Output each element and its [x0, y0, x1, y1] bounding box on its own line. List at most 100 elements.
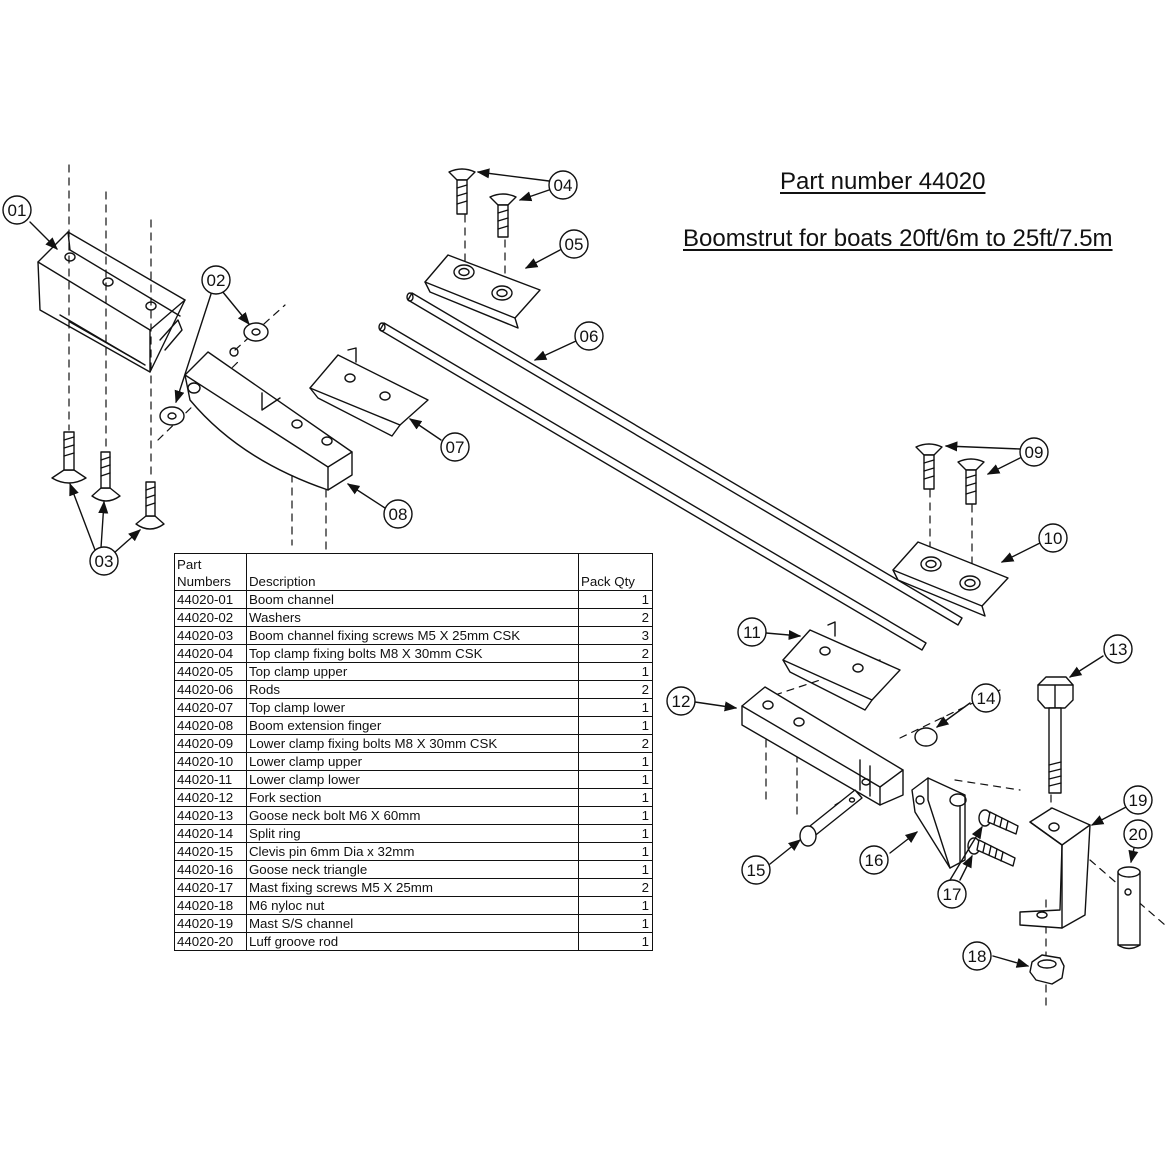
- cell-pack-qty: 1: [577, 662, 654, 681]
- parts-table-header-row: Part Numbers Description Pack Qty: [174, 553, 654, 591]
- cell-pack-qty: 1: [577, 860, 654, 879]
- callout-label-16: 16: [865, 851, 884, 870]
- header-part-numbers: Part Numbers: [174, 553, 247, 591]
- callout-label-15: 15: [747, 861, 766, 880]
- callout-label-02: 02: [207, 271, 226, 290]
- header-description: Description: [245, 553, 579, 591]
- top-clamp-bolts-part: [448, 168, 517, 238]
- callout-label-08: 08: [389, 505, 408, 524]
- cell-description: Boom extension finger: [245, 716, 579, 735]
- callout-17: 17: [937, 879, 967, 909]
- cell-description: Mast fixing screws M5 X 25mm: [245, 878, 579, 897]
- cell-pack-qty: 1: [577, 752, 654, 771]
- cell-part-number: 44020-20: [174, 932, 247, 951]
- fork-section-part: [741, 686, 904, 806]
- callout-leaders: [29, 168, 1139, 968]
- cell-part-number: 44020-04: [174, 644, 247, 663]
- cell-pack-qty: 1: [577, 590, 654, 609]
- goose-neck-triangle-part: [911, 777, 967, 869]
- lower-clamp-upper-part: [892, 541, 1009, 617]
- lower-clamp-bolts-part: [915, 443, 985, 505]
- cell-pack-qty: 1: [577, 914, 654, 933]
- cell-part-number: 44020-09: [174, 734, 247, 753]
- cell-description: Boom channel: [245, 590, 579, 609]
- cell-description: Boom channel fixing screws M5 X 25mm CSK: [245, 626, 579, 645]
- cell-description: Luff groove rod: [245, 932, 579, 951]
- callout-12: 12: [666, 686, 696, 716]
- cell-description: Goose neck bolt M6 X 60mm: [245, 806, 579, 825]
- cell-pack-qty: 2: [577, 878, 654, 897]
- cell-description: Split ring: [245, 824, 579, 843]
- cell-description: Fork section: [245, 788, 579, 807]
- cell-part-number: 44020-05: [174, 662, 247, 681]
- callout-14: 14: [971, 683, 1001, 713]
- cell-pack-qty: 3: [577, 626, 654, 645]
- luff-groove-rod-part: [1117, 866, 1141, 950]
- part-number-title: Part number 44020: [780, 168, 986, 195]
- cell-part-number: 44020-17: [174, 878, 247, 897]
- cell-description: Lower clamp lower: [245, 770, 579, 789]
- callout-label-01: 01: [8, 201, 27, 220]
- rods-part: [378, 292, 963, 651]
- callout-label-19: 19: [1129, 791, 1148, 810]
- callout-11: 11: [737, 617, 767, 647]
- cell-description: Lower clamp upper: [245, 752, 579, 771]
- callout-label-09: 09: [1025, 443, 1044, 462]
- boom-extension-finger-part: [184, 347, 353, 491]
- clevis-pin-part: [799, 789, 863, 847]
- dashed-assembly-lines: [68, 164, 1166, 1006]
- callout-16: 16: [859, 845, 889, 875]
- cell-part-number: 44020-02: [174, 608, 247, 627]
- nyloc-nut-part: [1029, 954, 1065, 985]
- cell-pack-qty: 1: [577, 716, 654, 735]
- cell-part-number: 44020-07: [174, 698, 247, 717]
- cell-part-number: 44020-01: [174, 590, 247, 609]
- mast-channel-part: [1019, 807, 1091, 929]
- cell-pack-qty: 1: [577, 698, 654, 717]
- callout-label-03: 03: [95, 552, 114, 571]
- callout-label-14: 14: [977, 689, 996, 708]
- goose-neck-bolt-part: [1037, 676, 1074, 794]
- callout-03: 03: [89, 546, 119, 576]
- callout-label-18: 18: [968, 947, 987, 966]
- callout-label-11: 11: [743, 623, 761, 642]
- cell-description: Top clamp fixing bolts M8 X 30mm CSK: [245, 644, 579, 663]
- cell-description: M6 nyloc nut: [245, 896, 579, 915]
- callout-label-13: 13: [1109, 640, 1128, 659]
- cell-description: Washers: [245, 608, 579, 627]
- callouts: 01 02 03 04 05 06 07 08 09 10 11 12 13 1…: [2, 170, 1153, 971]
- callout-10: 10: [1038, 523, 1068, 553]
- cell-pack-qty: 2: [577, 608, 654, 627]
- callout-label-04: 04: [554, 176, 573, 195]
- boomstrut-subtitle: Boomstrut for boats 20ft/6m to 25ft/7.5m: [683, 225, 1113, 252]
- parts-list-table: Part Numbers Description Pack Qty 44020-…: [174, 553, 654, 951]
- callout-01: 01: [2, 195, 32, 225]
- mast-fixing-screws-part: [967, 809, 1019, 867]
- cell-pack-qty: 1: [577, 842, 654, 861]
- callout-20: 20: [1123, 819, 1153, 849]
- cell-pack-qty: 2: [577, 644, 654, 663]
- cell-part-number: 44020-11: [174, 770, 247, 789]
- cell-pack-qty: 1: [577, 896, 654, 915]
- cell-part-number: 44020-12: [174, 788, 247, 807]
- lower-clamp-lower-part: [782, 621, 901, 711]
- cell-description: Mast S/S channel: [245, 914, 579, 933]
- cell-description: Rods: [245, 680, 579, 699]
- cell-pack-qty: 1: [577, 806, 654, 825]
- split-ring-part: [914, 727, 938, 747]
